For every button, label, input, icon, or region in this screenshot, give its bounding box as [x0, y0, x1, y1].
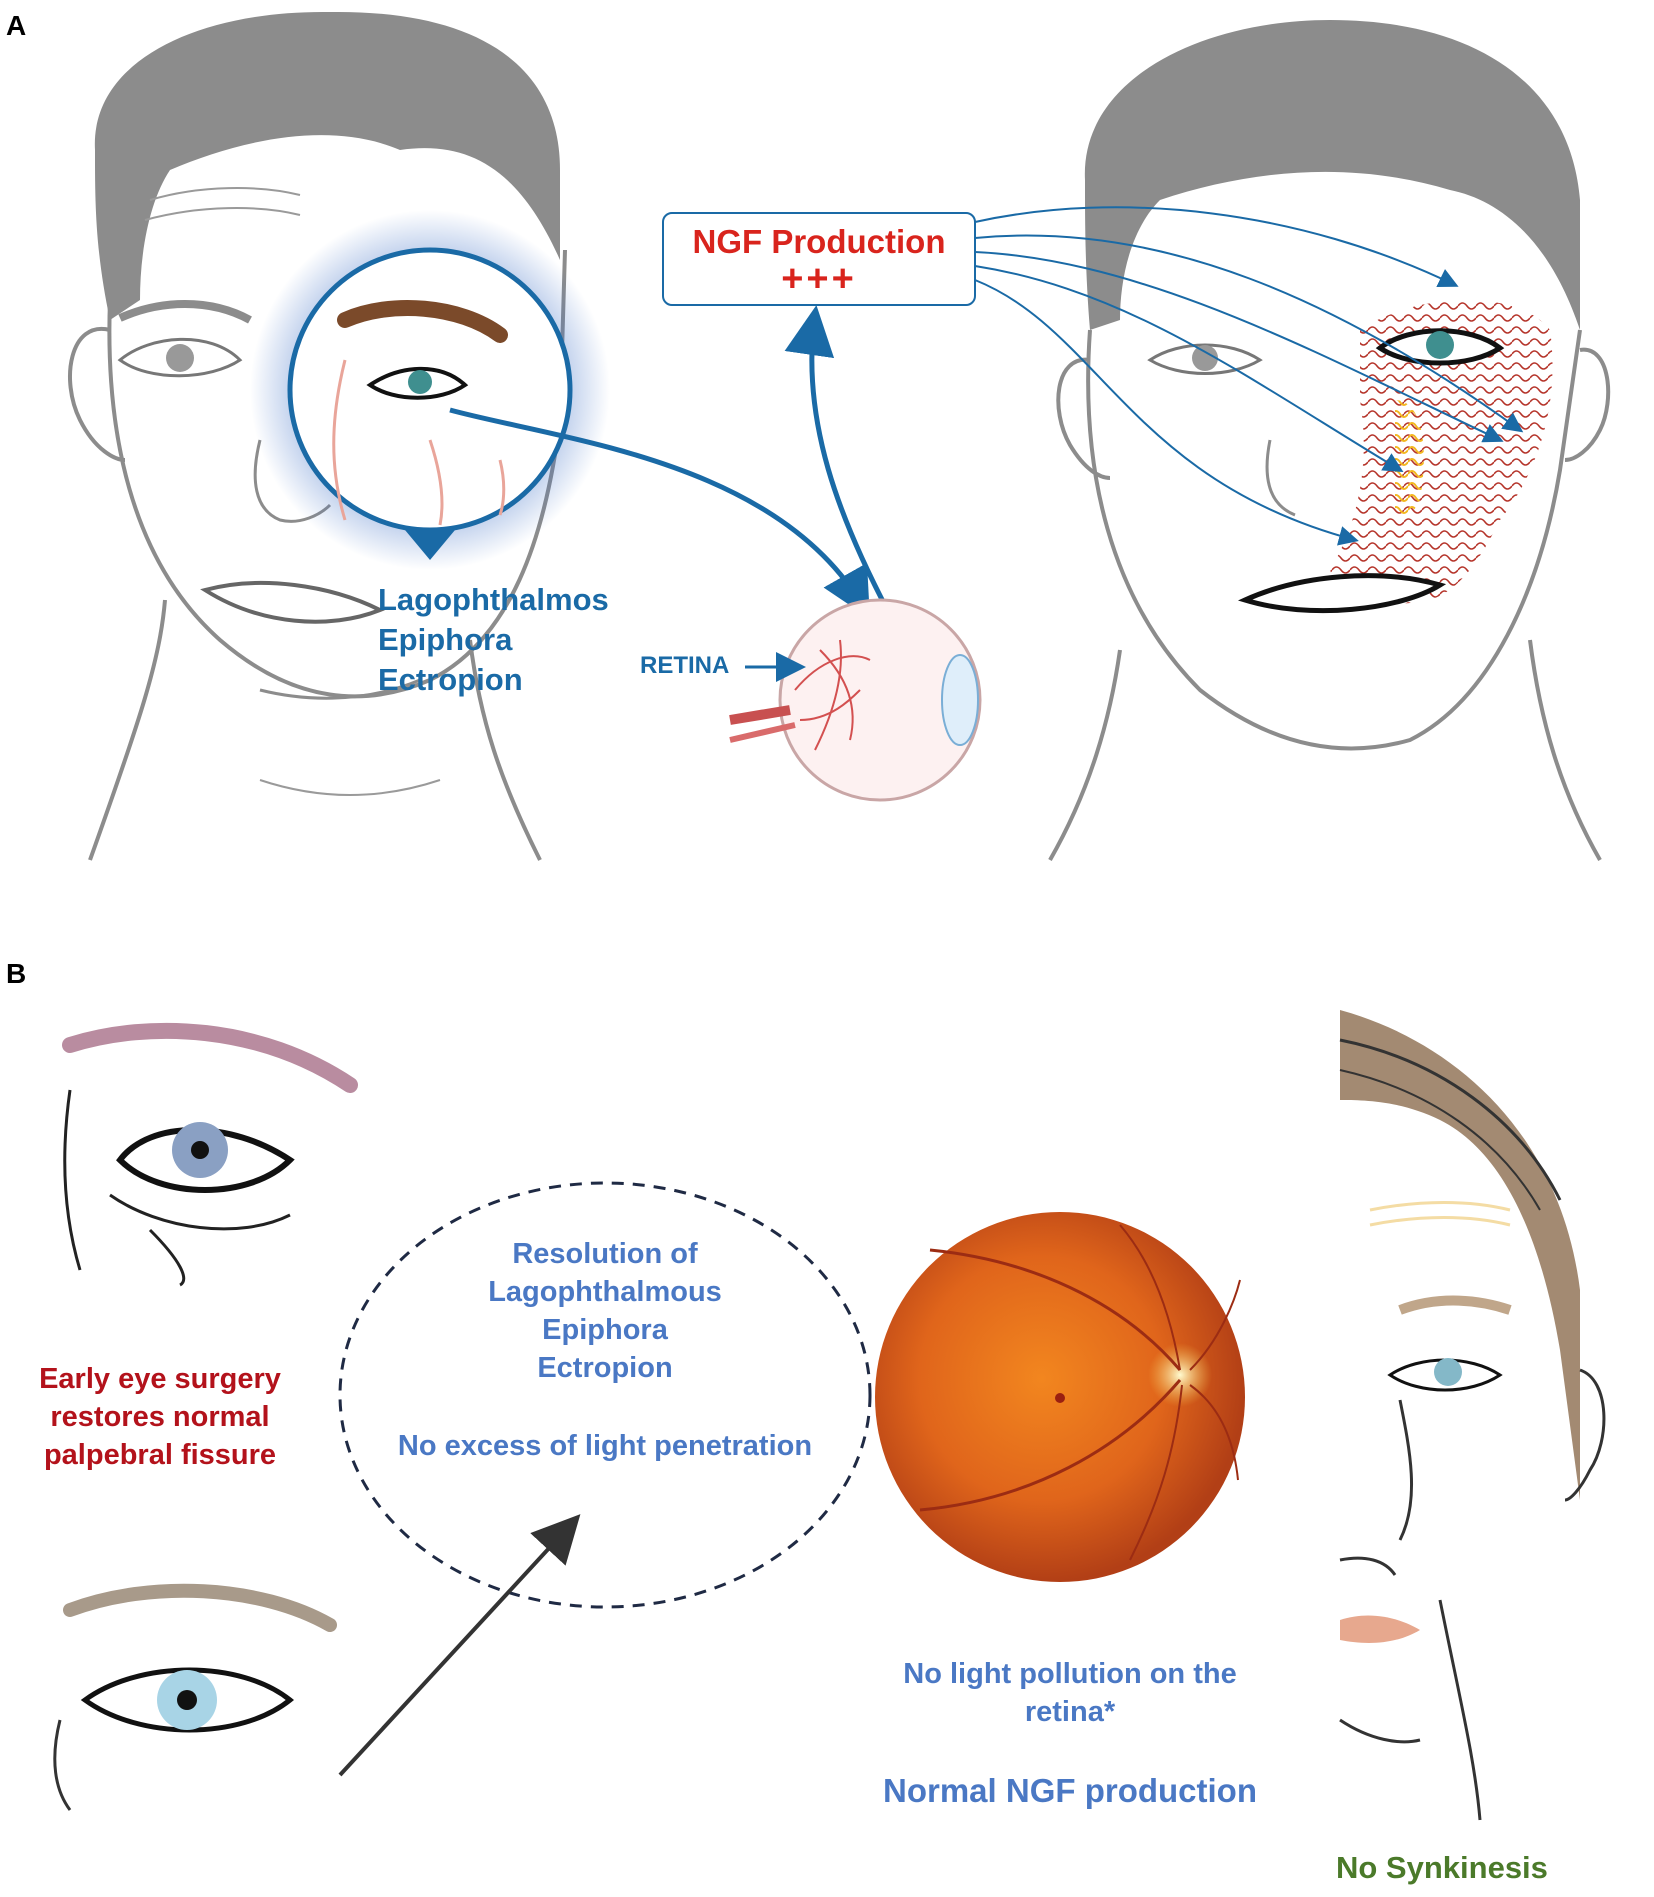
resolution-label-line-4: Ectropion: [537, 1352, 673, 1384]
resolution-label-line-1: Resolution of: [512, 1238, 698, 1270]
no-synkinesis-label: No Synkinesis: [1336, 1850, 1548, 1885]
retina-eyeball-illustration: [729, 598, 982, 802]
epiphora-label: Epiphora: [378, 622, 513, 657]
zoom-labels: Lagophthalmos Epiphora Ectropion: [378, 580, 609, 700]
light-pollution-line-2: retina*: [1024, 1696, 1116, 1728]
retina-label: RETINA: [640, 652, 730, 679]
light-pollution-label: No light pollution on the retina*: [850, 1655, 1290, 1731]
normal-eye-illustration: [53, 1583, 337, 1811]
surgery-label-line-3: palpebral fissure: [43, 1439, 277, 1471]
surgery-label-line-2: restores normal: [50, 1401, 270, 1433]
panel-a-letter: A: [6, 10, 27, 41]
resolution-labels: Resolution of Lagophthalmous Epiphora Ec…: [430, 1235, 780, 1387]
light-pollution-line-1: No light pollution on the: [903, 1658, 1237, 1690]
abnormal-eye-illustration: [62, 1022, 358, 1287]
ngf-production-title: NGF Production: [692, 223, 946, 260]
left-face-illustration: [68, 11, 567, 861]
eye-to-retina-arrow: [449, 407, 870, 619]
ngf-production-level: +++: [781, 258, 857, 300]
resolution-label-line-2: Lagophthalmous: [488, 1276, 722, 1308]
ngf-target-arrows: [974, 206, 1524, 546]
synkinesis-hatch-yellow: [1395, 400, 1424, 517]
lagophthalmos-label: Lagophthalmos: [378, 582, 609, 617]
normal-ngf-label: Normal NGF production: [883, 1772, 1257, 1809]
surgery-label-line-1: Early eye surgery: [39, 1363, 281, 1395]
ectropion-label: Ectropion: [378, 662, 523, 697]
panel-b-letter: B: [6, 958, 27, 989]
half-face-illustration: [1339, 1010, 1606, 1821]
right-face-mouth: [1237, 573, 1447, 614]
resolution-label-line-3: Epiphora: [542, 1314, 668, 1346]
ngf-production-box: NGF Production +++: [662, 212, 976, 306]
surgery-label: Early eye surgery restores normal palpeb…: [10, 1360, 310, 1474]
right-face-eye: [1375, 328, 1505, 366]
surgery-arrow: [338, 1514, 581, 1777]
light-penetration-label: No excess of light penetration: [397, 1430, 813, 1462]
retina-to-ngf-arrow: [784, 305, 893, 617]
right-face-illustration: [1048, 20, 1611, 861]
synkinesis-hatch-red: [1330, 300, 1553, 604]
resolution-dashed-circle: [338, 1181, 872, 1609]
retinal-fundus-image: [875, 1212, 1245, 1582]
zoom-circle: [287, 247, 573, 560]
